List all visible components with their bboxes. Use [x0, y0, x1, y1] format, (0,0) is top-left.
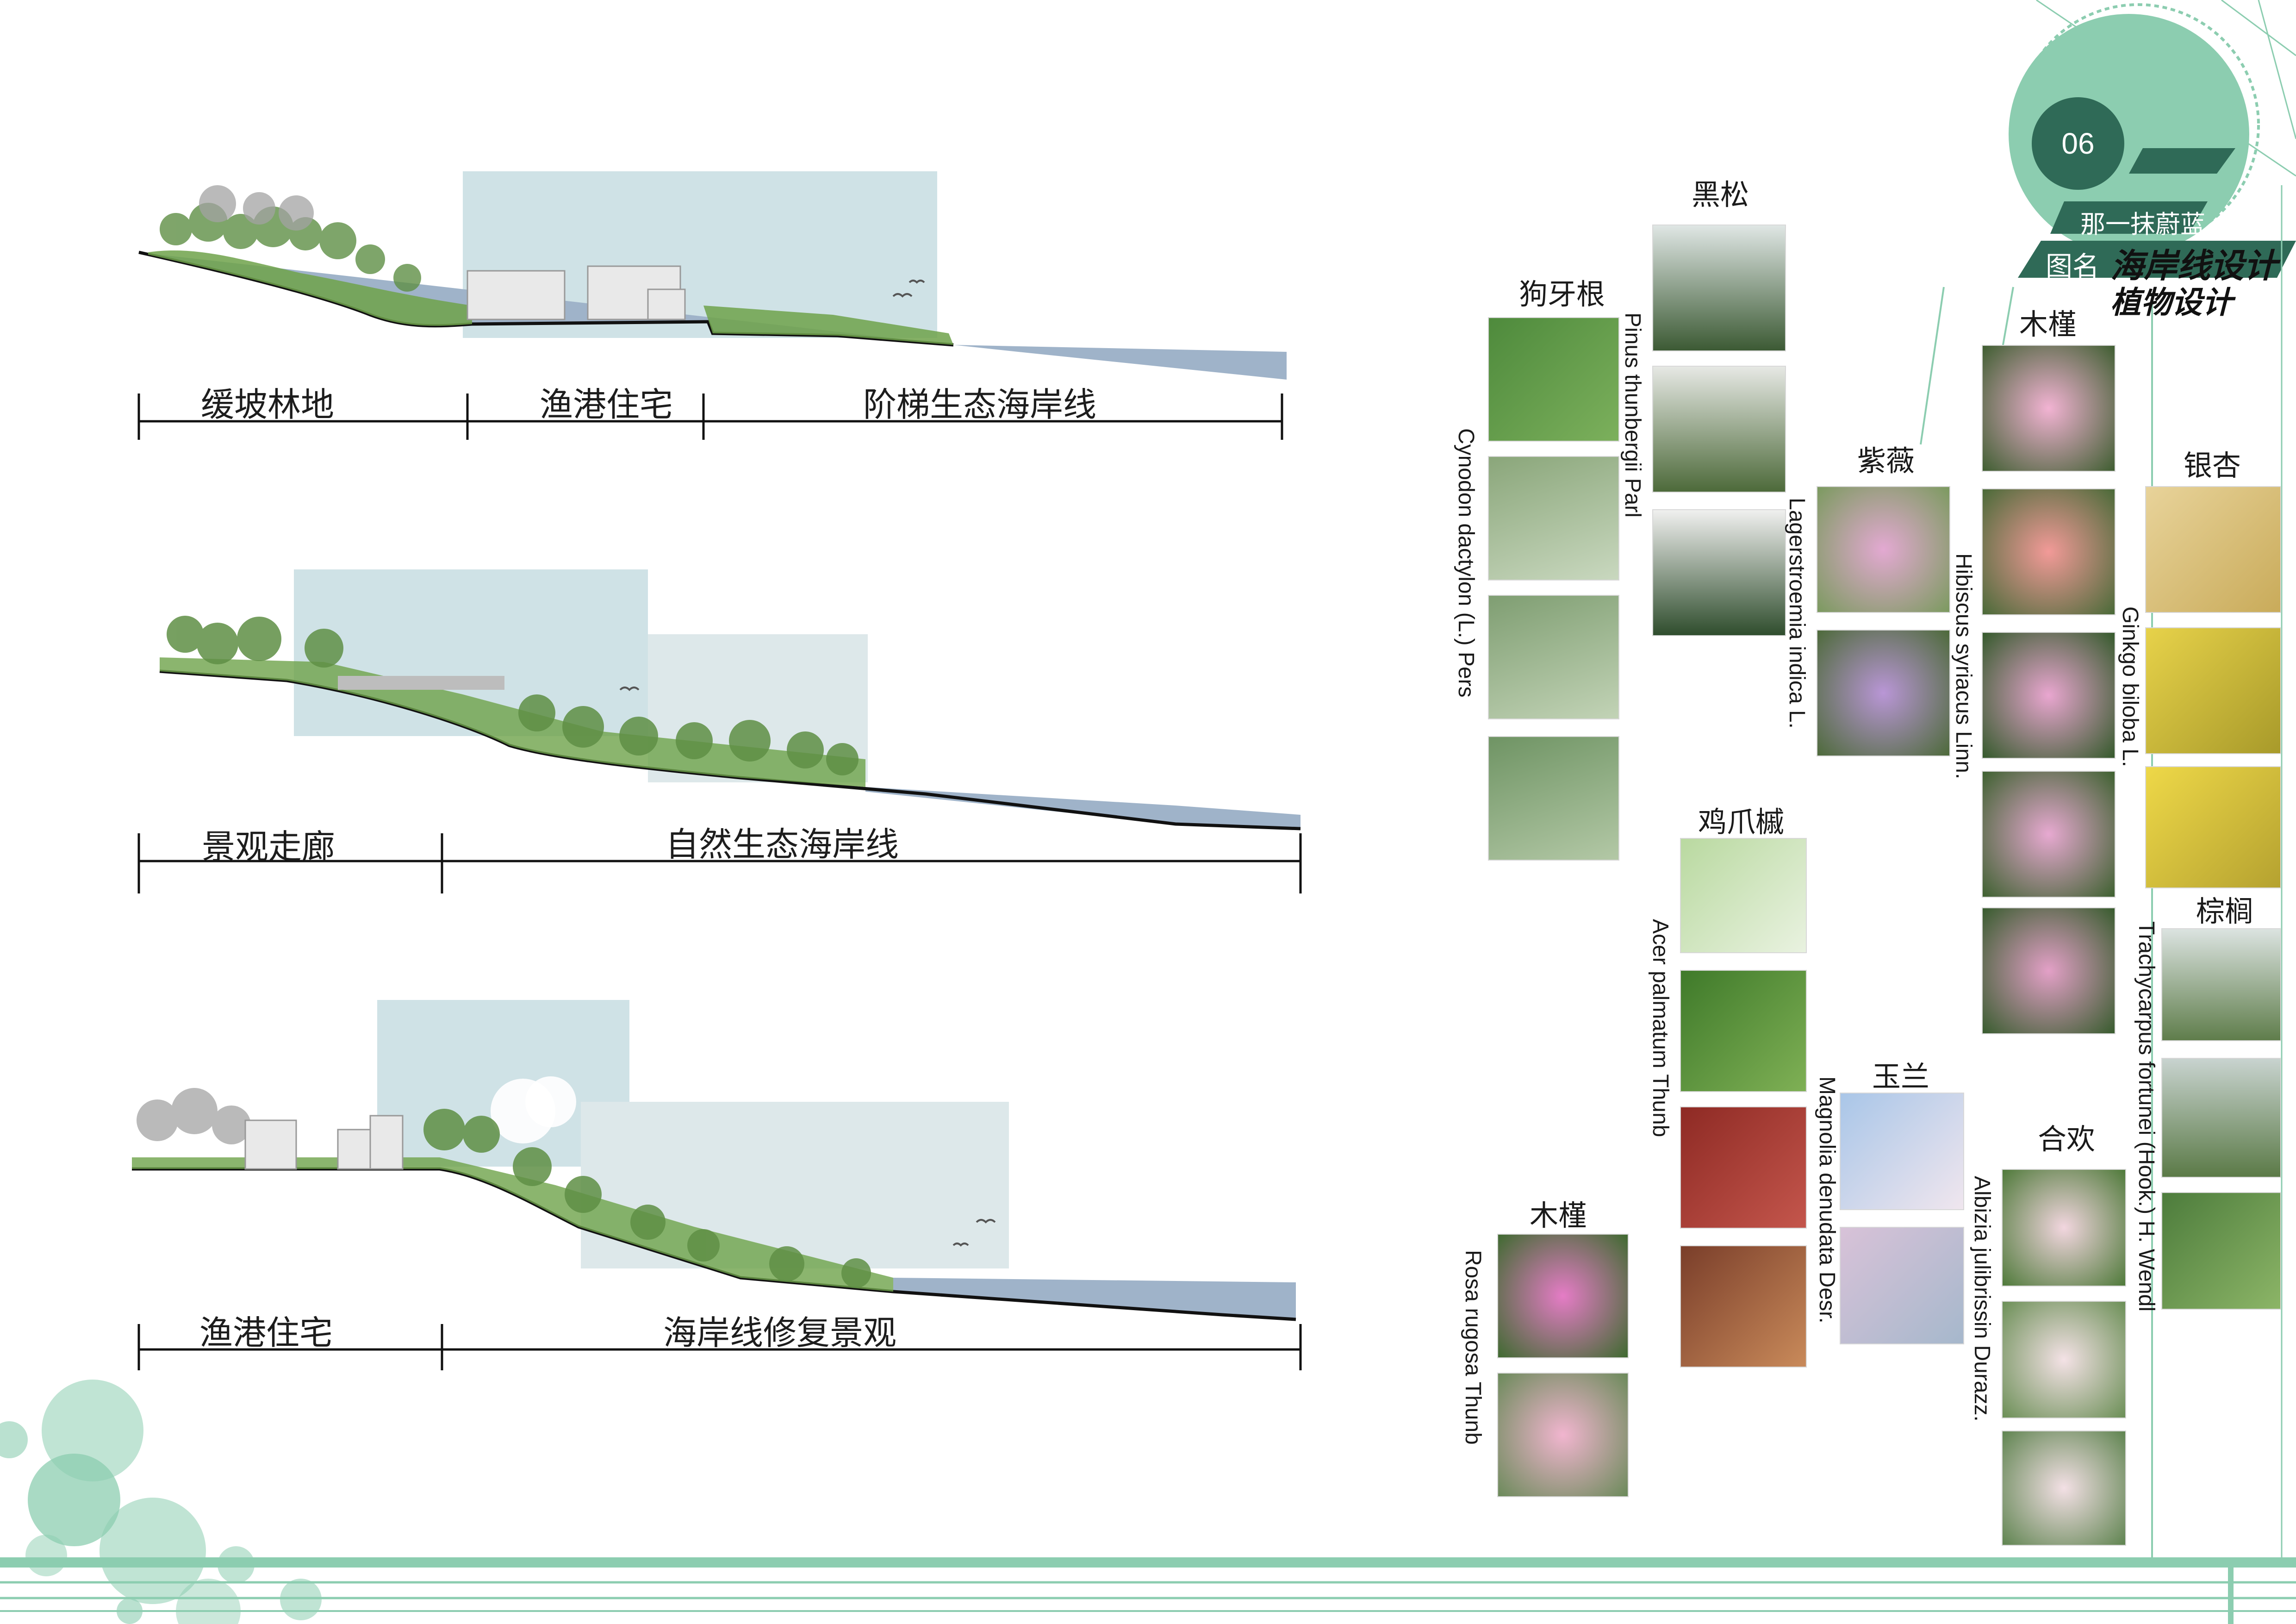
photo-hibiscus-2 — [1982, 488, 2116, 615]
plant-name-pinus: 黑松 — [1691, 178, 1749, 212]
plant-latin-rosa: Rosa rugosa Thunb — [1461, 1250, 1485, 1445]
photo-rosa-2 — [1497, 1373, 1629, 1497]
title-prefix: 图名 — [2046, 250, 2100, 282]
motto: 那一抹蔚蓝 — [2080, 210, 2205, 239]
photo-lagerstroemia-2 — [1817, 630, 1950, 756]
section-3-dimension-line — [137, 1324, 1302, 1370]
photo-magnolia-1 — [1840, 1093, 1964, 1210]
section-2-label-2: 自然生态海岸线 — [665, 825, 899, 864]
photo-ginkgo-2 — [2145, 627, 2281, 754]
title-line-1: 海岸线设计 — [2110, 246, 2277, 285]
plant-name-magnolia: 玉兰 — [1872, 1060, 1930, 1093]
plant-name-cynodon: 狗牙根 — [1518, 277, 1605, 311]
plant-latin-cynodon: Cynodon dactylon (L.) Pers — [1454, 428, 1478, 698]
photo-pinus-3 — [1652, 509, 1786, 636]
photo-cynodon-3 — [1488, 595, 1619, 719]
bottom-rules — [0, 1557, 2296, 1624]
photo-cynodon-1 — [1488, 317, 1619, 442]
photo-pinus-2 — [1652, 366, 1786, 493]
plant-latin-ginkgo: Ginkgo biloba L. — [2118, 606, 2142, 767]
title-line-2: 植物设计 — [2110, 284, 2233, 320]
section-1-label-2: 渔港住宅 — [539, 385, 673, 424]
photo-trachycarpus-3 — [2161, 1192, 2281, 1310]
plant-name-ginkgo: 银杏 — [2183, 449, 2241, 482]
plant-latin-pinus: Pinus thunbergii Parl — [1620, 312, 1645, 518]
section-1-dimension-line — [137, 394, 1283, 440]
photo-magnolia-2 — [1840, 1227, 1964, 1344]
page-number-badge: 06 — [2032, 97, 2124, 190]
photo-trachycarpus-2 — [2161, 1058, 2281, 1178]
plant-name-acer: 鸡爪槭 — [1698, 805, 1785, 839]
plant-name-hibiscus: 木槿 — [2019, 307, 2077, 341]
section-3-label-2: 海岸线修复景观 — [663, 1313, 897, 1352]
photo-acer-3 — [1680, 1106, 1807, 1229]
section-2-dimension-line — [137, 833, 1302, 893]
section-1-label-3: 阶梯生态海岸线 — [863, 385, 1097, 424]
section-3-label-1: 渔港住宅 — [199, 1313, 333, 1352]
plant-latin-acer: Acer palmatum Thunb — [1648, 919, 1673, 1137]
photo-hibiscus-4 — [1982, 771, 2116, 898]
section-1-drawing — [137, 171, 1287, 440]
photo-pinus-1 — [1652, 225, 1786, 351]
photo-ginkgo-3 — [2145, 766, 2281, 888]
section-2-drawing — [137, 569, 1302, 893]
plant-latin-hibiscus: Hibiscus syriacus Linn. — [1951, 553, 1976, 780]
photo-albizia-3 — [2002, 1430, 2126, 1546]
section-1-label-1: 缓坡林地 — [200, 385, 335, 424]
photo-hibiscus-5 — [1982, 907, 2116, 1034]
photo-albizia-2 — [2002, 1301, 2126, 1418]
plant-latin-albizia: Albizia julibrissin Durazz. — [1970, 1176, 1994, 1422]
plant-name-albizia: 合欢 — [2037, 1122, 2096, 1156]
photo-rosa-1 — [1497, 1234, 1629, 1358]
plant-name-rosa: 木槿 — [1529, 1199, 1587, 1232]
section-2-label-1: 景观走廊 — [201, 827, 336, 866]
title-emblem — [1920, 0, 2296, 1560]
photo-hibiscus-1 — [1982, 345, 2116, 472]
photo-acer-4 — [1680, 1245, 1807, 1368]
photo-acer-2 — [1680, 970, 1807, 1092]
photo-cynodon-4 — [1488, 736, 1619, 861]
decor-circles-bottom-left — [0, 1380, 322, 1624]
photo-ginkgo-1 — [2145, 486, 2281, 613]
plant-latin-trachycarpus: Trachycarpus fortunei (Hook.) H. Wendl — [2134, 921, 2159, 1312]
section-3-drawing — [132, 1000, 1302, 1370]
photo-cynodon-2 — [1488, 456, 1619, 581]
photo-acer-1 — [1680, 838, 1807, 953]
plant-name-lagerstroemia: 紫薇 — [1857, 444, 1915, 478]
page-number: 06 — [2061, 127, 2095, 160]
plant-latin-lagerstroemia: Lagerstroemia indica L. — [1785, 498, 1809, 729]
plant-name-trachycarpus: 棕榈 — [2196, 894, 2254, 928]
photo-lagerstroemia-1 — [1817, 486, 1950, 613]
photo-trachycarpus-1 — [2161, 928, 2281, 1041]
photo-hibiscus-3 — [1982, 632, 2116, 759]
photo-albizia-1 — [2002, 1169, 2126, 1287]
plant-latin-magnolia: Magnolia denudata Desr. — [1815, 1076, 1839, 1324]
